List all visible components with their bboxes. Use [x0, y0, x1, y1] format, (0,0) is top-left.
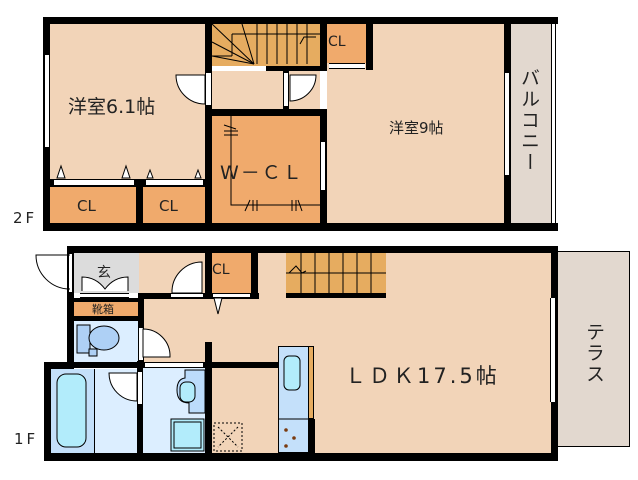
terrace-window[interactable] [550, 298, 556, 402]
wall [251, 253, 258, 299]
entrance-door-frame [68, 254, 73, 292]
wall [205, 109, 327, 116]
sink-icon [278, 355, 308, 448]
stairs-icon [211, 23, 320, 65]
room-label-ldk: ＬＤＫ17.5帖 [345, 364, 500, 388]
terrace [558, 251, 630, 447]
bathtub-icon [56, 373, 87, 448]
room-label-balcony: バルコニー [518, 68, 540, 173]
wall [205, 24, 212, 231]
wall [43, 223, 558, 231]
wall [205, 253, 212, 299]
balcony-window[interactable] [504, 73, 510, 175]
hanger-rail-icon [223, 116, 320, 212]
entrance-door-icon[interactable] [80, 275, 130, 295]
wall [366, 24, 373, 70]
floor-label-2f: 2F [13, 209, 38, 227]
door-frame [283, 73, 289, 106]
closet-door[interactable] [213, 293, 250, 298]
wall [137, 361, 143, 453]
closet-door[interactable] [54, 179, 134, 186]
room-label-entrance: 玄 [97, 265, 111, 281]
closet-door-marker-icon [213, 297, 223, 315]
wall [67, 246, 74, 366]
underfloor-storage-icon [213, 422, 243, 452]
step [80, 293, 129, 298]
toilet-icon [76, 324, 120, 357]
shoe-cabinet [74, 302, 138, 316]
wall [320, 24, 327, 71]
stairs-icon [286, 253, 386, 293]
room-label-wcl: W－ＣＬ [220, 162, 304, 184]
wall [44, 362, 74, 369]
wall [44, 362, 51, 461]
wall [43, 17, 558, 24]
wall [136, 179, 143, 223]
balcony-rail [551, 24, 556, 223]
wall [67, 246, 558, 253]
wall [205, 342, 212, 453]
closet-label: CL [212, 262, 230, 278]
balcony [511, 24, 551, 223]
sliding-door[interactable] [145, 362, 203, 368]
closet-a [50, 187, 136, 223]
wall [286, 293, 386, 298]
wall [266, 66, 320, 71]
closet-door[interactable] [329, 63, 365, 69]
closet-door[interactable] [146, 179, 203, 186]
window [44, 55, 50, 147]
room-western-6-1 [50, 24, 205, 179]
wall [74, 298, 144, 302]
closet-d [212, 253, 251, 293]
closet-label: CL [77, 197, 96, 215]
kitchen-backsplash [308, 346, 314, 419]
room-label-western-9: 洋室9帖 [389, 119, 444, 137]
closet-b [143, 187, 205, 223]
room-label-terrace: テラス [583, 322, 605, 385]
closet-label: CL [159, 197, 178, 215]
wall [44, 453, 558, 461]
room-label-shoe-cabinet: 靴箱 [92, 303, 114, 316]
washbasin-icon [170, 369, 206, 452]
closet-c [327, 24, 366, 63]
room-label-western-6-1: 洋室6.1帖 [68, 96, 156, 118]
window [320, 142, 326, 190]
wall [74, 316, 144, 321]
floor-label-1f: 1F [14, 430, 39, 448]
wall [308, 419, 315, 453]
closet-label: CL [328, 34, 346, 50]
room-western-9 [373, 24, 504, 74]
